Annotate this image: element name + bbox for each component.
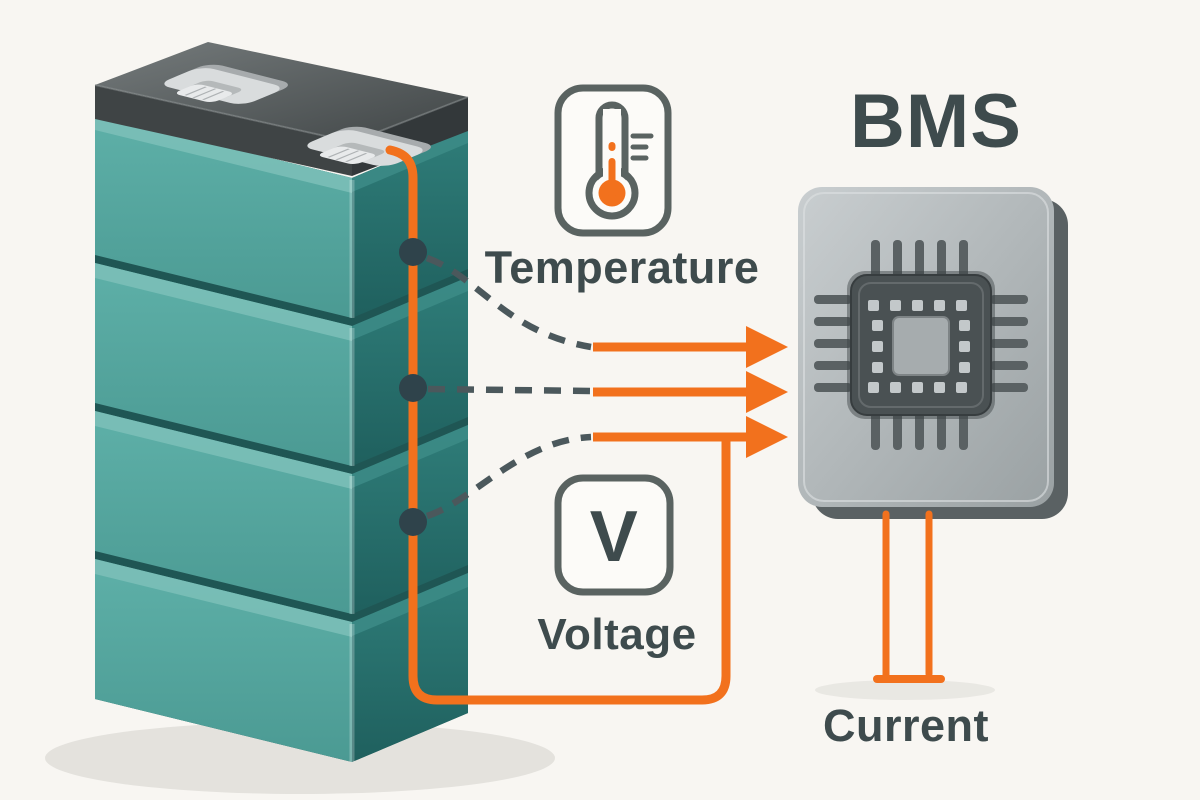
bms-chip-icon bbox=[814, 240, 1028, 450]
signal-arrow-1 bbox=[593, 326, 788, 368]
battery-pack bbox=[94, 42, 469, 762]
battery-module bbox=[95, 115, 468, 318]
connection-dot-2 bbox=[399, 374, 427, 402]
battery-module bbox=[95, 411, 468, 614]
sense-wire bbox=[385, 145, 731, 705]
connection-dot-1 bbox=[399, 238, 427, 266]
battery-module bbox=[95, 559, 468, 762]
battery-shadow bbox=[45, 722, 555, 794]
dashed-lead-temperature bbox=[425, 254, 592, 351]
voltage-icon: V bbox=[554, 474, 674, 596]
chip-die bbox=[892, 316, 950, 376]
chip-pins bbox=[814, 240, 1028, 450]
thermometer-icon bbox=[554, 84, 672, 237]
board-shadow bbox=[815, 680, 995, 700]
signal-arrow-3 bbox=[593, 416, 788, 458]
voltage-label: Voltage bbox=[537, 610, 696, 659]
bms-board bbox=[798, 187, 1068, 519]
battery-terminal-left bbox=[164, 64, 288, 104]
connection-dot-3 bbox=[399, 508, 427, 536]
current-label: Current bbox=[823, 700, 989, 751]
temperature-label: Temperature bbox=[485, 242, 760, 293]
dashed-lead-current bbox=[425, 433, 592, 520]
current-shunt-loop bbox=[873, 510, 945, 683]
voltage-symbol: V bbox=[590, 497, 639, 577]
bms-title: BMS bbox=[850, 79, 1022, 164]
signal-arrow-2 bbox=[593, 371, 788, 413]
chip-pads bbox=[868, 300, 970, 393]
